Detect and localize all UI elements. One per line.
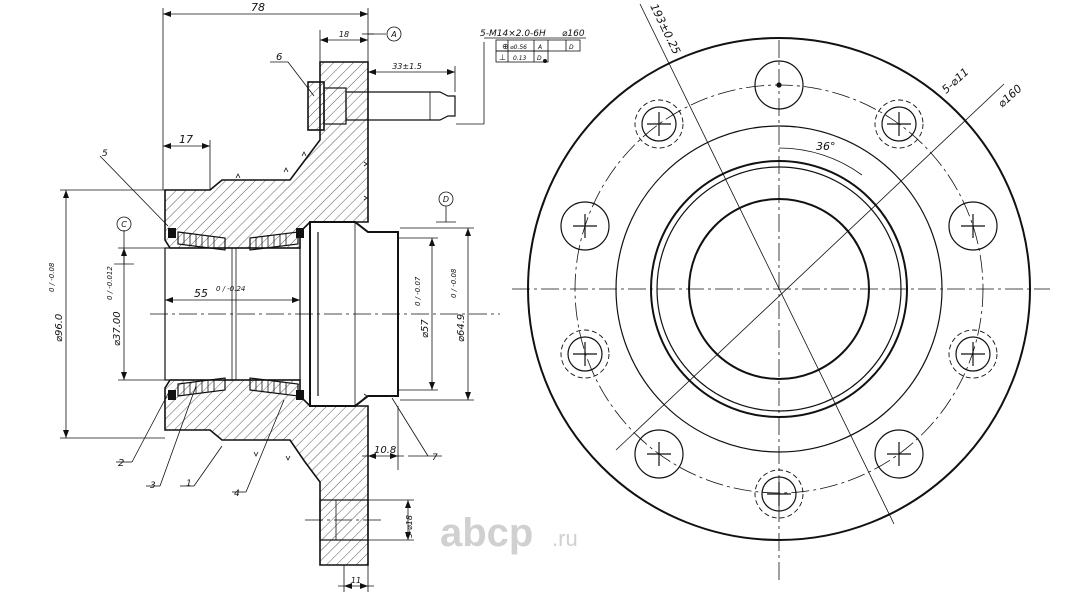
perp-tolerance: 0.13 <box>513 55 527 62</box>
part-label-3: 3 <box>150 481 156 491</box>
diagonal-centerline-2 <box>615 83 1005 451</box>
dim-bore-diameter: ⌀37.00 <box>112 311 123 346</box>
perpendicularity-icon: ⊥ <box>499 53 506 62</box>
angle-arc <box>778 147 863 176</box>
watermark-tld: .ru <box>552 526 578 551</box>
position-datum-d: D <box>569 44 574 51</box>
datum-c-symbol <box>116 216 132 232</box>
dim-pcd: ⌀160 <box>995 82 1024 110</box>
position-tolerance: ⌀0.56 <box>510 44 527 51</box>
bearing-lower <box>168 377 304 400</box>
hub-body-upper <box>164 61 369 249</box>
dim-pilot-outer: ⌀64.9 <box>456 314 467 342</box>
part-label-1: 1 <box>186 479 192 489</box>
position-symbol-icon: ⊕ <box>502 42 509 51</box>
pilot-cap <box>309 221 399 407</box>
datum-a-symbol <box>386 26 402 42</box>
dim-hole-depth: 11 <box>351 576 361 585</box>
thread-spec-pcd: ⌀160 <box>562 29 585 39</box>
section-view <box>60 8 586 592</box>
feature-control-frame <box>484 37 586 63</box>
dim-angle: 36° <box>816 140 836 153</box>
dim-bore-tol: 0 / -0.012 <box>106 266 114 300</box>
part-label-2: 2 <box>118 458 124 469</box>
dim-bearing-spacing-tol: 0 / -0.24 <box>216 285 245 293</box>
dim-outer-diameter: ⌀96.0 <box>54 314 65 342</box>
part-label-5: 5 <box>102 149 108 159</box>
dim-overall-length: 78 <box>251 1 265 14</box>
dim-stud-protrusion: 33±1.5 <box>392 62 422 71</box>
dim-pilot-inner-tol: 0 / -0.07 <box>414 276 422 306</box>
pilot-inner-circle <box>656 166 902 412</box>
position-datum-a: A <box>537 44 542 51</box>
bore-circle <box>688 198 870 380</box>
datum-c-label: C <box>121 220 127 229</box>
part-label-6: 6 <box>276 52 282 63</box>
bore <box>164 247 301 381</box>
datum-d-label: D <box>443 195 449 204</box>
watermark: abcp .ru <box>440 511 578 555</box>
pilot-outer-circle <box>650 160 908 418</box>
hub-circle <box>615 125 943 453</box>
dim-pilot-depth: 10.8 <box>374 445 396 456</box>
dim-bearing-spacing: 55 <box>194 287 208 300</box>
part-label-4: 4 <box>234 489 240 499</box>
part-label-7: 7 <box>432 453 438 463</box>
dim-flange-thickness: 18 <box>339 30 349 39</box>
dim-hole-diameter: 5-⌀18 <box>405 515 414 538</box>
stud-holes <box>560 60 998 479</box>
front-view <box>512 3 1050 580</box>
dim-bearing-offset: 17 <box>179 133 193 146</box>
threaded-holes <box>560 99 998 519</box>
flange-outer-circle <box>527 37 1031 541</box>
threaded-hole <box>305 499 385 541</box>
datum-a-label: A <box>390 30 396 39</box>
dim-pilot-outer-tol: 0 / -0.08 <box>450 268 458 298</box>
thread-spec: 5-M14×2.0-6H <box>480 29 546 39</box>
dim-stud-hole-diameter: 5-⌀11 <box>939 65 971 96</box>
dim-pilot-inner: ⌀57 <box>420 319 431 338</box>
diagonal-centerline-1 <box>639 3 895 525</box>
bearing-upper <box>168 228 304 251</box>
dim-outer-tol: 0 / -0.08 <box>48 262 56 292</box>
hub-body-lower <box>164 379 369 566</box>
datum-d-symbol <box>438 191 454 207</box>
perp-datum: D <box>537 55 542 62</box>
watermark-brand: abcp <box>440 511 533 555</box>
